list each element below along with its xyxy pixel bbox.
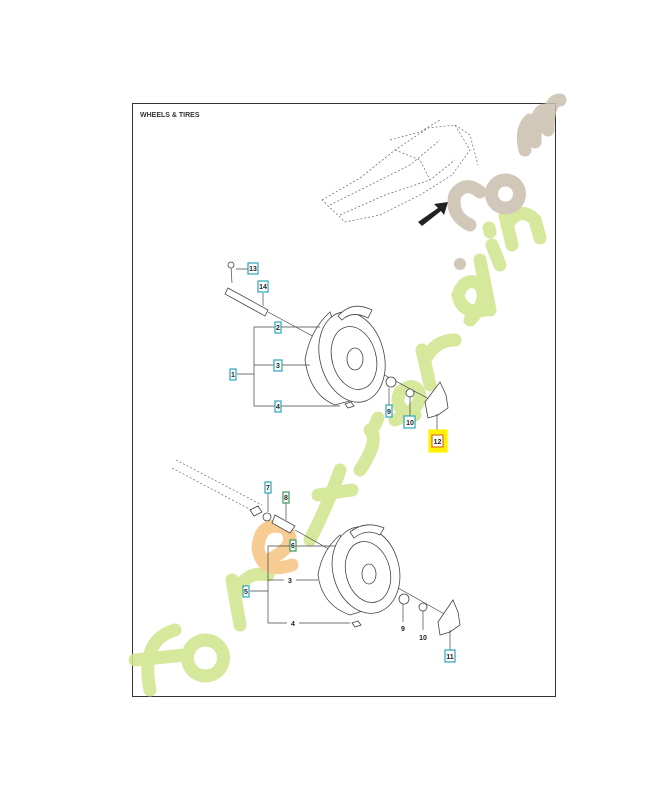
watermark-logo [128, 93, 567, 697]
callout-8[interactable]: 8 [282, 491, 290, 504]
svg-text:10: 10 [419, 635, 427, 642]
svg-text:5: 5 [244, 589, 248, 596]
svg-text:13: 13 [249, 266, 257, 273]
callout-4[interactable]: 4 [274, 400, 282, 413]
svg-text:3: 3 [288, 578, 292, 585]
svg-text:1: 1 [231, 372, 235, 379]
diagram-frame [132, 103, 556, 697]
callout-9[interactable]: 9 [385, 404, 393, 418]
svg-text:9: 9 [401, 626, 405, 633]
callout-7[interactable]: 7 [264, 481, 272, 494]
label-4[interactable]: 4 [291, 621, 295, 628]
callout-1[interactable]: 1 [229, 368, 237, 381]
svg-text:2: 2 [276, 325, 280, 332]
diagram-title: WHEELS & TIRES [140, 112, 200, 119]
svg-text:4: 4 [276, 404, 280, 411]
callout-12-highlighted[interactable]: 12 [428, 429, 448, 453]
label-9[interactable]: 9 [401, 626, 405, 633]
svg-text:9: 9 [387, 409, 391, 416]
callout-14[interactable]: 14 [257, 280, 269, 293]
svg-text:14: 14 [259, 284, 267, 291]
bottom-wheel-assembly [171, 459, 461, 650]
tractor-frame-illustration [321, 119, 479, 223]
label-10[interactable]: 10 [419, 635, 427, 642]
callout-5[interactable]: 5 [242, 585, 250, 598]
svg-text:11: 11 [446, 654, 454, 661]
callout-10[interactable]: 10 [403, 415, 416, 429]
svg-text:4: 4 [291, 621, 295, 628]
top-callouts: 13 14 2 3 1 4 9 10 12 [229, 262, 448, 453]
label-3[interactable]: 3 [288, 578, 292, 585]
svg-text:6: 6 [291, 543, 295, 550]
top-wheel-assembly [224, 261, 449, 432]
callout-13[interactable]: 13 [247, 262, 259, 275]
svg-text:10: 10 [406, 420, 414, 427]
bottom-callouts: 7 8 6 5 3 4 9 10 11 [242, 481, 456, 663]
callout-6[interactable]: 6 [289, 539, 297, 552]
callout-3[interactable]: 3 [273, 359, 283, 372]
callout-2[interactable]: 2 [274, 321, 282, 334]
svg-text:8: 8 [284, 495, 288, 502]
svg-text:3: 3 [276, 363, 280, 370]
svg-text:7: 7 [266, 485, 270, 492]
svg-text:12: 12 [434, 439, 442, 446]
callout-11[interactable]: 11 [444, 649, 456, 663]
arrow-icon [418, 202, 448, 226]
